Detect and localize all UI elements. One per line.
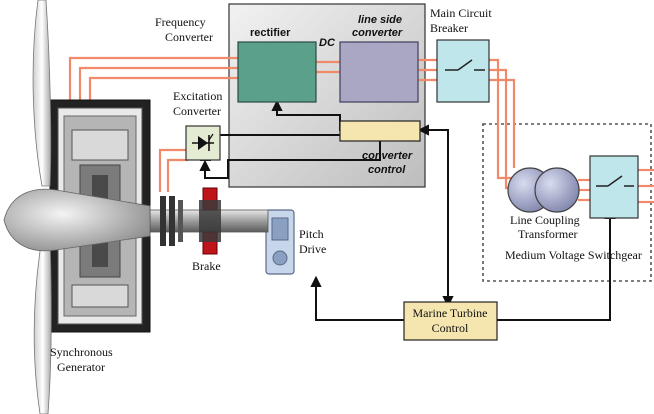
label-frequency-converter-1: Frequency	[155, 15, 206, 29]
excitation-converter	[185, 125, 221, 161]
slip-rings	[160, 196, 183, 246]
label-converter-control-1: converter	[362, 150, 413, 162]
pitch-drive	[265, 209, 295, 275]
converter-control-box	[339, 120, 421, 142]
label-line-side-converter-2: converter	[352, 27, 403, 39]
label-line-coupling-transformer-2: Transformer	[518, 227, 578, 241]
line-side-converter-box	[339, 41, 419, 103]
label-pitch-drive-1: Pitch	[299, 227, 324, 241]
label-excitation-converter-1: Excitation	[173, 89, 222, 103]
brake	[199, 187, 221, 255]
label-main-circuit-breaker-2: Breaker	[430, 21, 468, 35]
label-synchronous-generator-1: Synchronous	[50, 345, 113, 359]
label-dc: DC	[319, 37, 336, 49]
label-converter-control-2: control	[368, 164, 406, 176]
label-frequency-converter-2: Converter	[165, 30, 213, 44]
label-marine-turbine-control-1: Marine Turbine	[413, 306, 488, 320]
label-line-side-converter-1: line side	[358, 14, 402, 26]
label-synchronous-generator-2: Generator	[57, 360, 105, 374]
label-marine-turbine-control-2: Control	[432, 321, 469, 335]
label-rectifier: rectifier	[250, 27, 291, 39]
main-circuit-breaker	[436, 39, 490, 103]
marine-turbine-control-box	[403, 301, 498, 341]
label-medium-voltage-switchgear: Medium Voltage Switchgear	[505, 248, 642, 262]
turbine-rotor	[3, 0, 151, 414]
label-brake: Brake	[192, 259, 221, 273]
label-excitation-converter-2: Converter	[173, 104, 221, 118]
medium-voltage-switchgear-box	[589, 155, 639, 219]
label-pitch-drive-2: Drive	[299, 242, 326, 256]
power-lines	[68, 56, 654, 204]
label-line-coupling-transformer-1: Line Coupling	[510, 213, 580, 227]
label-main-circuit-breaker-1: Main Circuit	[430, 6, 492, 20]
line-coupling-transformer	[507, 167, 580, 213]
rectifier-box	[237, 41, 317, 103]
